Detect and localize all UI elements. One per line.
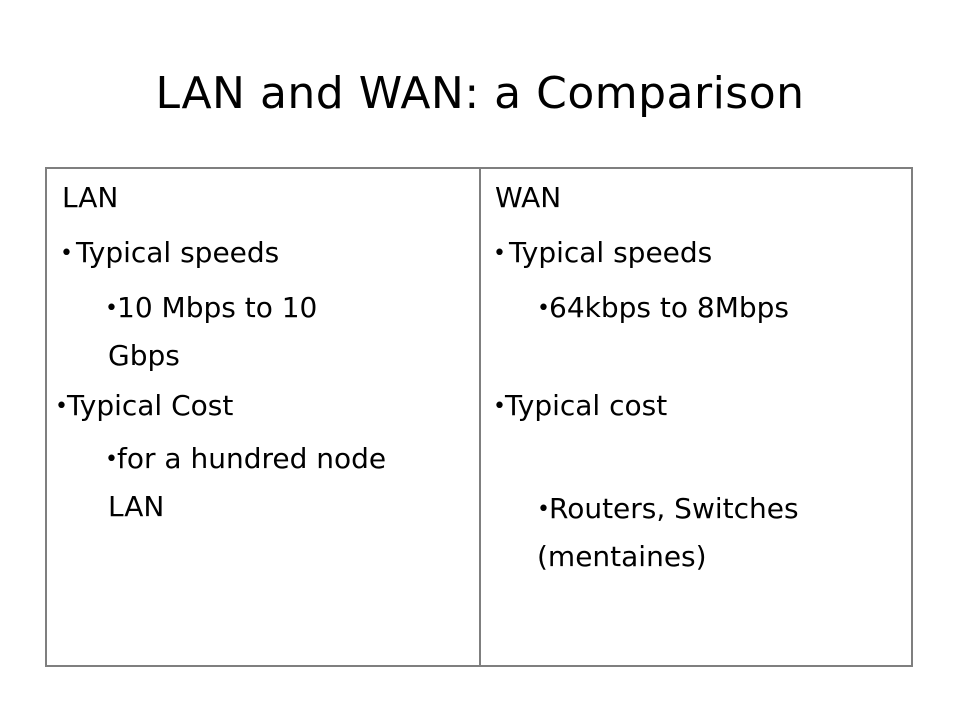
bullet-icon: • (55, 394, 68, 419)
slide-title: LAN and WAN: a Comparison (155, 68, 805, 119)
bullet-icon: • (105, 447, 118, 472)
wan-speeds-subitem: •64kbps to 8Mbps (537, 287, 789, 330)
bullet-icon: • (493, 241, 506, 266)
bullet-icon: • (493, 394, 506, 419)
bullet-icon: • (537, 497, 550, 522)
lan-speeds-row: •Typical speeds (60, 232, 279, 275)
lan-cost-value-line1: for a hundred node (117, 442, 387, 475)
wan-cost-row: •Typical cost (493, 385, 667, 428)
lan-speeds-subitem: •10 Mbps to 10 (105, 287, 317, 330)
lan-cost-label: Typical Cost (67, 389, 234, 422)
wan-speeds-row: •Typical speeds (493, 232, 712, 275)
lan-cost-row: •Typical Cost (55, 385, 233, 428)
bullet-icon: • (60, 241, 73, 266)
wan-cost-value-line1: Routers, Switches (549, 492, 799, 525)
lan-column: LAN •Typical speeds •10 Mbps to 10 Gbps … (47, 169, 479, 665)
lan-cost-subitem: •for a hundred node (105, 438, 386, 481)
wan-speeds-value: 64kbps to 8Mbps (549, 291, 789, 324)
comparison-table: LAN •Typical speeds •10 Mbps to 10 Gbps … (45, 167, 913, 667)
lan-speeds-value-line2: Gbps (108, 339, 180, 372)
lan-heading: LAN (62, 181, 119, 214)
lan-speeds-value-line1: 10 Mbps to 10 (117, 291, 318, 324)
wan-cost-value-line2: (mentaines) (537, 540, 707, 573)
wan-speeds-label: Typical speeds (509, 236, 713, 269)
bullet-icon: • (537, 296, 550, 321)
wan-cost-subitem: •Routers, Switches (537, 488, 799, 531)
wan-column: WAN •Typical speeds •64kbps to 8Mbps •Ty… (479, 169, 911, 665)
wan-cost-label: Typical cost (505, 389, 668, 422)
lan-speeds-label: Typical speeds (76, 236, 280, 269)
lan-cost-value-line2: LAN (108, 490, 165, 523)
bullet-icon: • (105, 296, 118, 321)
wan-heading: WAN (495, 181, 562, 214)
